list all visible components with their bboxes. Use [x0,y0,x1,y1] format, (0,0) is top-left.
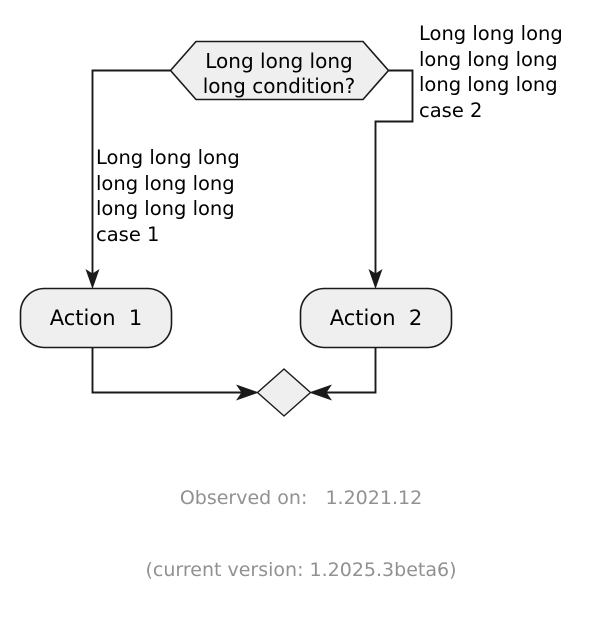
arrowhead-to-action1 [85,269,100,289]
arrowhead-merge-right [309,384,332,401]
edge-condition-to-action2 [374,69,414,278]
condition-line-1: Long long long [205,49,352,73]
condition-node[interactable] [169,40,390,101]
arrowhead-to-action2 [368,269,383,289]
action-1-label: Action 1 [50,306,142,330]
footer-annotation: Observed on: 1.2021.12 (current version:… [0,438,602,630]
action-2-label: Action 2 [330,306,422,330]
edge-action2-to-merge [321,348,377,394]
action-1-node[interactable] [19,287,173,349]
condition-line-2: long condition? [203,74,356,98]
edge-condition-to-action1 [91,69,171,278]
current-version-text: (current version: 1.2025.3beta6) [145,559,457,581]
flowchart-diagram: Long long long long condition? Action 1 … [19,22,563,581]
merge-node[interactable] [256,368,312,417]
edge-label-case-1: Long long long long long long long long … [96,146,240,246]
arrowhead-merge-left [236,384,259,401]
edge-action1-to-merge [91,348,247,394]
action-2-node[interactable] [299,287,453,349]
observed-on-text: Observed on: 1.2021.12 [179,487,423,509]
flowchart-canvas: Long long long long condition? Action 1 … [19,40,453,417]
edge-label-case-2: Long long long long long long long long … [419,22,563,122]
